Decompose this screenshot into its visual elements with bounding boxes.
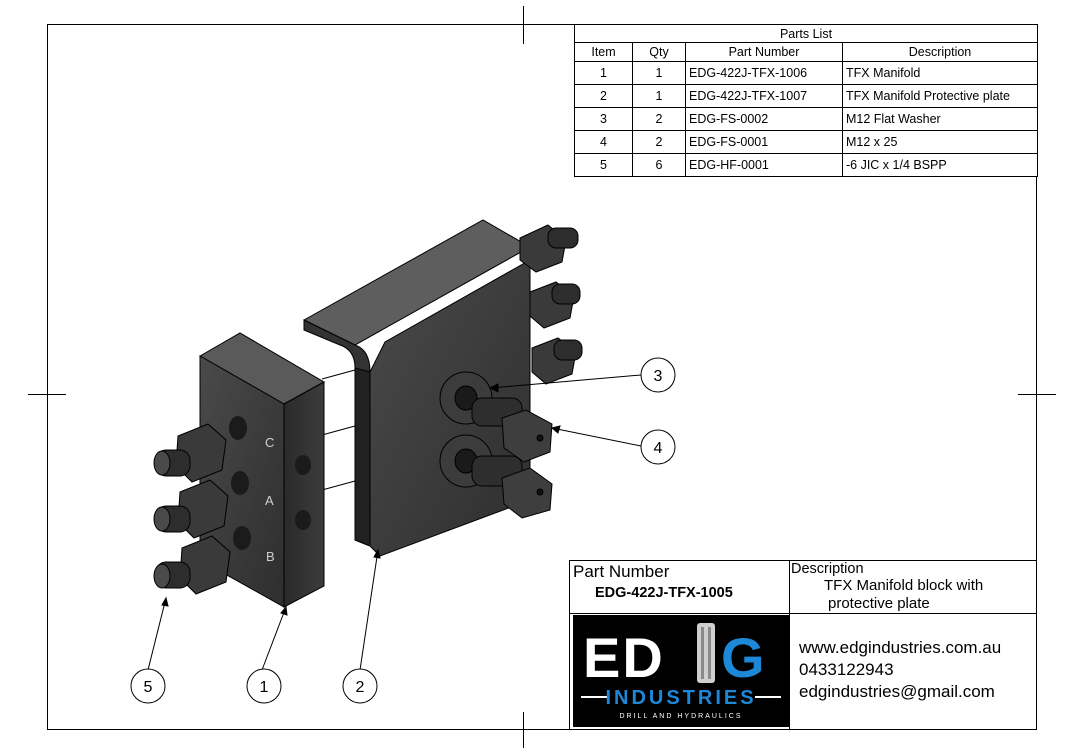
balloon-1: 1 <box>246 668 282 704</box>
cell-qty: 1 <box>632 61 686 85</box>
cell-description: -6 JIC x 1/4 BSPP <box>842 153 1038 177</box>
title-block-divider-vertical <box>789 560 790 730</box>
jic-fittings <box>153 423 231 595</box>
balloon-4: 4 <box>640 429 676 465</box>
part-number-label: Part Number <box>573 562 670 581</box>
center-mark-right <box>1018 394 1056 395</box>
drawing-sheet-border <box>47 24 1037 730</box>
cell-qty: 1 <box>632 84 686 108</box>
cell-item: 2 <box>574 84 633 108</box>
cell-item: 5 <box>574 153 633 177</box>
logo-letter-g: G <box>721 626 765 689</box>
phone-text: 0433122943 <box>799 660 894 679</box>
parts-list-table: Parts List Item Qty Part Number Descript… <box>574 24 1038 177</box>
port-label-c: C <box>265 435 274 450</box>
balloon-label: 4 <box>654 440 663 457</box>
leader-lines <box>147 374 642 671</box>
center-mark-bottom <box>523 712 524 748</box>
balloon-3: 3 <box>640 357 676 393</box>
balloon-5: 5 <box>130 668 166 704</box>
edg-industries-logo: ED G INDUSTRIES DRILL AND HYDRAULICS <box>573 615 789 727</box>
assembly-trail-lines <box>321 369 356 491</box>
balloon-label: 5 <box>144 679 153 696</box>
cell-item: 4 <box>574 130 633 154</box>
center-mark-left <box>28 394 66 395</box>
title-block-divider-horizontal <box>569 613 1037 614</box>
table-row: 1 1 EDG-422J-TFX-1006 TFX Manifold <box>574 61 1038 85</box>
logo-tagline: DRILL AND HYDRAULICS <box>620 713 743 720</box>
table-row: 5 6 EDG-HF-0001 -6 JIC x 1/4 BSPP <box>574 153 1038 177</box>
contact-details: www.edgindustries.com.au 0433122943 edgi… <box>799 637 1001 703</box>
table-row: 2 1 EDG-422J-TFX-1007 TFX Manifold Prote… <box>574 84 1038 108</box>
rear-fittings <box>519 224 583 385</box>
drill-bit-icon <box>697 623 715 683</box>
balloon-label: 2 <box>356 679 365 696</box>
m12-bolts <box>471 397 553 519</box>
cell-part-number: EDG-HF-0001 <box>685 153 843 177</box>
cell-description: TFX Manifold Protective plate <box>842 84 1038 108</box>
logo-word: INDUSTRIES <box>605 687 756 709</box>
balloon-2: 2 <box>342 668 378 704</box>
description-label: Description <box>791 561 864 577</box>
description-line-2: protective plate <box>828 595 930 612</box>
website-text: www.edgindustries.com.au <box>799 638 1002 657</box>
logo-letters-ed: ED <box>583 626 665 689</box>
part-number-value: EDG-422J-TFX-1005 <box>595 585 733 601</box>
balloon-label: 1 <box>260 679 269 696</box>
balloon-label: 3 <box>654 368 663 385</box>
port-label-a: A <box>265 493 274 508</box>
column-header-qty: Qty <box>632 42 686 62</box>
column-header-description: Description <box>842 42 1038 62</box>
cell-item: 1 <box>574 61 633 85</box>
port-label-b: B <box>266 549 275 564</box>
cell-description: M12 Flat Washer <box>842 107 1038 131</box>
description-line-1: TFX Manifold block with <box>824 577 984 594</box>
table-row: 3 2 EDG-FS-0002 M12 Flat Washer <box>574 107 1038 131</box>
column-header-part-number: Part Number <box>685 42 843 62</box>
logo-graphic: ED G INDUSTRIES DRILL AND HYDRAULICS <box>581 623 781 720</box>
cell-description: M12 x 25 <box>842 130 1038 154</box>
center-mark-top <box>523 6 524 44</box>
email-text: edgindustries@gmail.com <box>799 682 995 701</box>
